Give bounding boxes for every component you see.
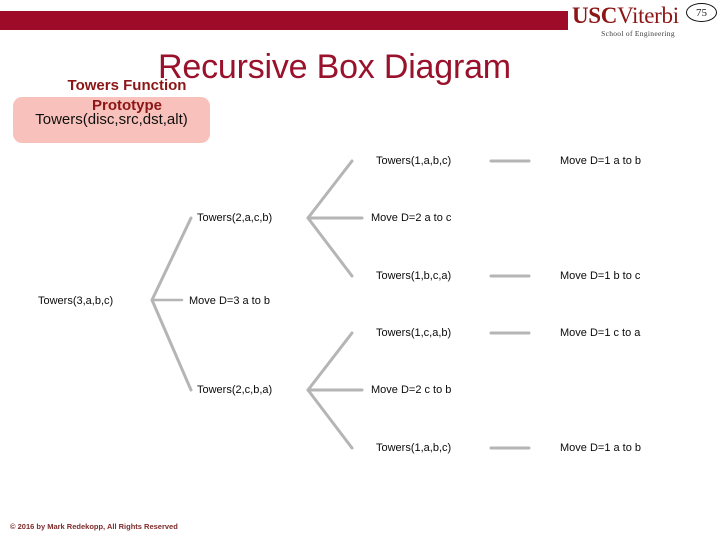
tree-node-towers-1-b-c-a: Towers(1,b,c,a) xyxy=(376,270,452,282)
tree-node-towers-1-a-b-c-top: Towers(1,a,b,c) xyxy=(376,155,452,167)
tree-node-move-d1-b-to-c: Move D=1 b to c xyxy=(560,270,641,282)
copyright-footer: © 2016 by Mark Redekopp, All Rights Rese… xyxy=(10,522,178,531)
edge-root-to-2acb xyxy=(150,216,193,302)
usc-viterbi-logo: USCViterbi School of Engineering xyxy=(572,4,704,46)
usc-logo-usc-text: USC xyxy=(572,3,618,28)
tree-node-towers-1-a-b-c-bottom: Towers(1,a,b,c) xyxy=(376,442,452,454)
usc-logo-subtitle: School of Engineering xyxy=(601,29,675,38)
tree-node-towers-1-c-a-b: Towers(1,c,a,b) xyxy=(376,327,452,339)
header-accent-bar xyxy=(0,11,568,30)
edge-root-to-2cba xyxy=(150,298,193,392)
prototype-heading-line1: Towers Function xyxy=(67,77,187,94)
prototype-callout-box xyxy=(13,97,210,143)
page-title: Recursive Box Diagram xyxy=(158,48,511,86)
tree-node-towers-2-a-c-b: Towers(2,a,c,b) xyxy=(197,212,273,224)
tree-node-move-d3-a-to-b: Move D=3 a to b xyxy=(189,295,271,307)
edge-2cba-to-1cab xyxy=(306,331,354,392)
usc-logo-wordmark: USCViterbi xyxy=(572,4,704,27)
tree-node-move-d2-c-to-b: Move D=2 c to b xyxy=(371,384,452,396)
tree-node-towers-2-c-b-a: Towers(2,c,b,a) xyxy=(197,384,273,396)
edge-2acb-to-1bca xyxy=(306,216,354,278)
tree-node-move-d1-a-to-b-top: Move D=1 a to b xyxy=(560,155,642,167)
prototype-heading-line2: Prototype xyxy=(91,97,162,115)
prototype-signature: Towers(disc,src,dst,alt) xyxy=(35,111,188,128)
tree-node-towers-3-a-b-c: Towers(3,a,b,c) xyxy=(38,295,114,307)
tree-node-move-d1-c-to-a: Move D=1 c to a xyxy=(560,327,641,339)
tree-node-move-d2-a-to-c: Move D=2 a to c xyxy=(371,212,452,224)
edge-2acb-to-1abc xyxy=(306,159,354,220)
usc-logo-viterbi-text: Viterbi xyxy=(617,3,679,28)
page-number-badge: 75 xyxy=(686,3,717,22)
tree-node-move-d1-a-to-b-bottom: Move D=1 a to b xyxy=(560,442,642,454)
edge-2cba-to-1abc xyxy=(306,388,354,450)
